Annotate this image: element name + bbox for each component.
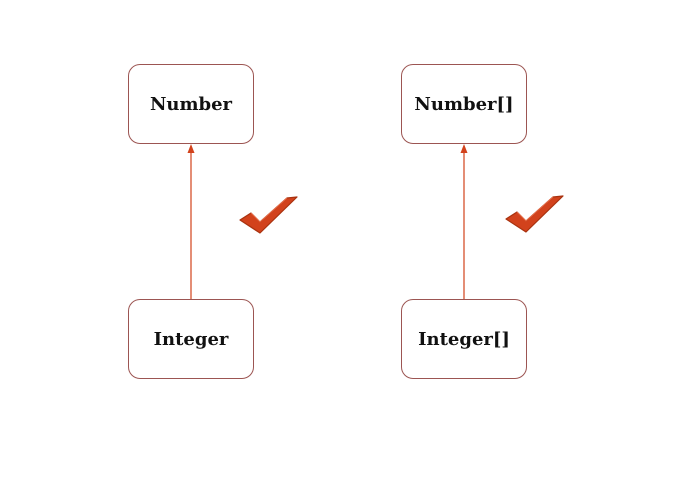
number-array-node: Number[] — [401, 64, 527, 144]
left-inheritance-arrow — [187, 144, 195, 299]
right-inheritance-arrow — [460, 144, 468, 299]
checkmark-icon — [239, 196, 298, 234]
integer-class-node: Integer — [128, 299, 254, 379]
checkmark-icon — [505, 195, 564, 233]
number-class-node: Number — [128, 64, 254, 144]
integer-array-node: Integer[] — [401, 299, 527, 379]
